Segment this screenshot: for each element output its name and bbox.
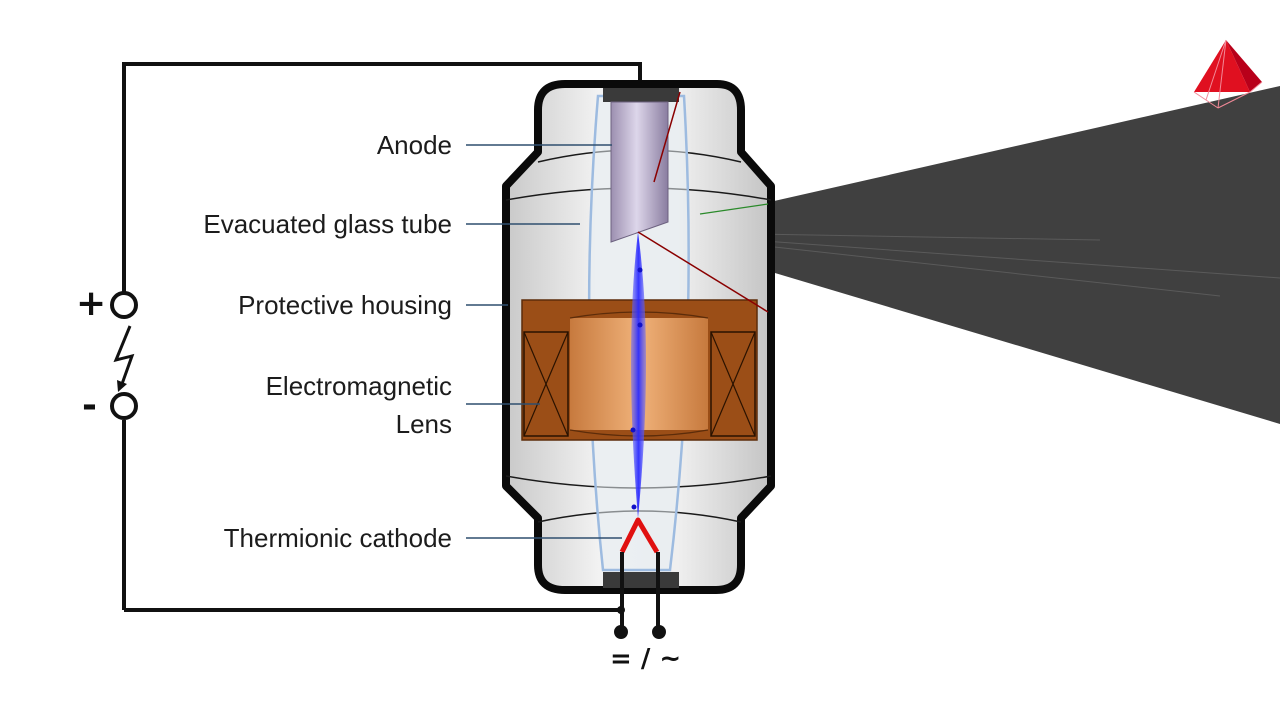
cathode-terminal-left (614, 625, 628, 639)
anode (610, 101, 669, 243)
positive-terminal (110, 291, 138, 319)
tube-bottom-cap (603, 572, 679, 588)
wire-junction (617, 606, 625, 614)
negative-terminal (110, 392, 138, 420)
cathode-filament (619, 517, 660, 554)
switch-symbol (113, 325, 135, 385)
cathode-terminal-right (652, 625, 666, 639)
label-anode: Anode (376, 130, 452, 160)
tube-top-cap (603, 88, 679, 102)
switch-arrowhead (117, 380, 127, 392)
label-electromagnetic: Electromagnetic (265, 371, 452, 401)
green-ray (699, 203, 769, 215)
logo-icon (1193, 39, 1263, 109)
label-thermionic-cathode: Thermionic cathode (223, 523, 452, 553)
plus-sign: + (76, 283, 107, 324)
label-lens: Lens (395, 409, 452, 439)
leader-lines (466, 144, 622, 539)
label-protective-housing: Protective housing (238, 290, 452, 320)
minus-sign: - (82, 385, 97, 426)
electron-beam (631, 232, 646, 518)
label-evacuated-glass-tube: Evacuated glass tube (203, 209, 452, 239)
cathode-leads (620, 552, 660, 630)
filament-supply-label: = / ~ (610, 644, 682, 674)
anode-emission-lines (637, 91, 769, 313)
electrons (630, 267, 643, 510)
